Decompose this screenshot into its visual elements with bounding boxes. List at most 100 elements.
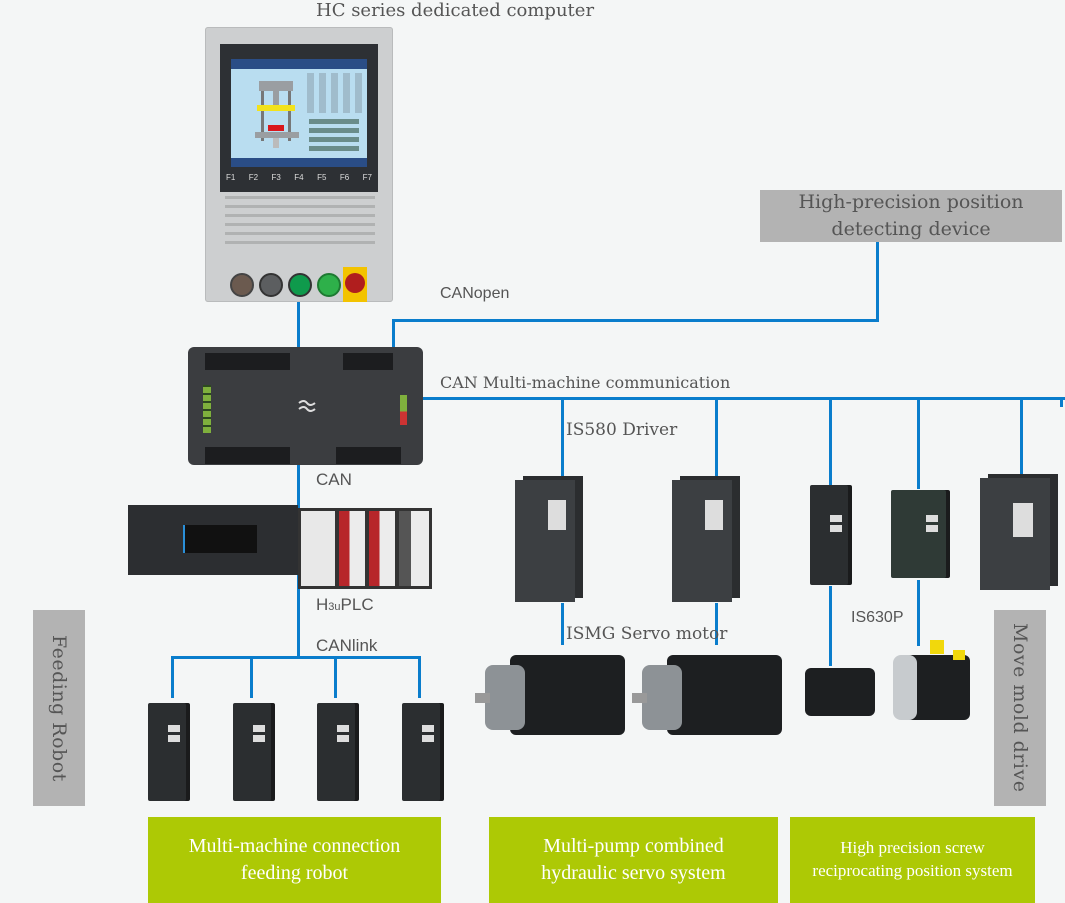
plc-display — [183, 525, 257, 553]
system-label-line2: hydraulic servo system — [541, 862, 726, 884]
canlink-label: CANlink — [316, 636, 378, 655]
bus-drop-inverter — [1020, 397, 1023, 475]
plc-io-module-3 — [366, 508, 398, 589]
terminal-block-bottom-left — [205, 447, 290, 464]
gray-button[interactable] — [259, 273, 283, 297]
motor-shaft — [475, 693, 490, 703]
bus-drop-is580-1 — [561, 397, 564, 477]
is630p-drive-2[interactable] — [891, 490, 946, 578]
system-label-line1: Multi-pump combined — [543, 835, 724, 857]
position-device-label-line2: detecting device — [831, 218, 991, 240]
function-key[interactable]: F7 — [362, 173, 372, 182]
canopen-line-horizontal — [392, 319, 879, 322]
driver-keypad — [705, 500, 723, 530]
bus-drop-right-edge — [1060, 397, 1063, 407]
h3u-plc[interactable] — [128, 500, 438, 589]
canlink-drop-1 — [171, 656, 174, 698]
servo-motor-small-1[interactable] — [805, 668, 875, 716]
system-box-hydraulic-servo[interactable]: Multi-pump combined hydraulic servo syst… — [489, 817, 778, 903]
system-label-line2: feeding robot — [240, 862, 349, 884]
is580-driver-2[interactable] — [672, 480, 732, 602]
bus-drop-is630-2 — [917, 397, 920, 489]
hc-computer-label: HC series dedicated computer — [316, 0, 595, 21]
is630p-drive-1[interactable] — [810, 485, 848, 585]
green-button[interactable] — [317, 273, 341, 297]
servo-motor-small-2[interactable] — [893, 640, 970, 720]
feeding-robot-drive-1[interactable] — [148, 703, 186, 801]
hc-screen-bezel: F1 F2 F3 F4 F5 F6 F7 — [220, 44, 378, 192]
plc-label: H3uPLC — [316, 595, 374, 615]
function-key-row: F1 F2 F3 F4 F5 F6 F7 — [226, 173, 372, 185]
is630p-label: IS630P — [851, 609, 904, 626]
ismg-servo-motor-2[interactable] — [632, 655, 782, 735]
plc-label-h: H — [316, 595, 329, 614]
motor-connector-yellow — [953, 650, 965, 660]
position-detecting-device-box[interactable]: High-precision position detecting device — [760, 190, 1062, 242]
ismg-label: ISMG Servo motor — [566, 624, 728, 644]
plc-label-rest: PLC — [340, 595, 374, 614]
terminal-block-top-right — [343, 353, 393, 370]
drive-to-motor-1 — [561, 603, 564, 645]
is630-to-motor-1 — [829, 586, 832, 666]
key-switch-button[interactable] — [230, 273, 254, 297]
hc-screen-footer — [231, 158, 367, 167]
driver-keypad — [1013, 503, 1033, 537]
function-key[interactable]: F3 — [271, 173, 281, 182]
green-button-dark[interactable] — [288, 273, 312, 297]
canopen-line-up — [392, 319, 395, 348]
ismg-servo-motor-1[interactable] — [475, 655, 625, 735]
move-mold-inverter[interactable] — [980, 478, 1050, 590]
motor-connector-yellow — [930, 640, 944, 654]
system-box-feeding-robot[interactable]: Multi-machine connection feeding robot — [148, 817, 441, 903]
drive-to-motor-2 — [715, 603, 718, 645]
brand-logo-icon — [298, 400, 316, 412]
system-box-screw-position[interactable]: High precision screw reciprocating posit… — [790, 817, 1035, 903]
plc-io-module-1 — [298, 508, 338, 589]
feeding-robot-drive-3[interactable] — [317, 703, 355, 801]
function-key[interactable]: F5 — [317, 173, 327, 182]
system-label-line1: High precision screw — [840, 838, 985, 858]
system-label-line1: Multi-machine connection — [188, 835, 401, 857]
terminal-block-top-left — [205, 353, 290, 370]
feeding-robot-label: Feeding Robot — [48, 634, 70, 782]
plc-io-module-2 — [336, 508, 368, 589]
emergency-stop-button[interactable] — [343, 267, 367, 302]
function-key[interactable]: F2 — [248, 173, 259, 182]
can-multi-label: CAN Multi-machine communication — [440, 373, 731, 392]
hc-computer[interactable]: F1 F2 F3 F4 F5 F6 F7 — [205, 27, 393, 302]
position-device-label-line1: High-precision position — [798, 191, 1024, 213]
move-mold-drive-label-box: Move mold drive — [994, 610, 1046, 806]
driver-keypad — [548, 500, 566, 530]
feeding-robot-drive-2[interactable] — [233, 703, 271, 801]
bus-drop-is580-2 — [715, 397, 718, 477]
feeding-robot-drive-4[interactable] — [402, 703, 440, 801]
canlink-drop-3 — [334, 656, 337, 698]
terminal-block-bottom-right — [336, 447, 401, 464]
is630-to-motor-2 — [917, 580, 920, 646]
canopen-label: CANopen — [440, 285, 510, 302]
function-key[interactable]: F1 — [226, 173, 236, 182]
press-machine-icon — [255, 81, 299, 148]
system-label-line2: reciprocating position system — [812, 861, 1013, 880]
hc-screen-status-icons — [307, 73, 363, 113]
is580-driver-1[interactable] — [515, 480, 575, 602]
canlink-drop-2 — [250, 656, 253, 698]
canlink-drop-4 — [418, 656, 421, 698]
feeding-robot-label-box: Feeding Robot — [33, 610, 85, 806]
move-mold-drive-label: Move mold drive — [1009, 623, 1031, 793]
bus-drop-is630-1 — [829, 397, 832, 485]
canlink-bus-line — [171, 656, 421, 659]
hc-keypad — [225, 195, 375, 250]
is580-label: IS580 Driver — [566, 420, 678, 440]
function-key[interactable]: F6 — [339, 173, 350, 182]
hc-screen-header — [231, 59, 367, 69]
function-key[interactable]: F4 — [294, 173, 304, 182]
plc-label-sub: 3u — [328, 601, 341, 613]
can-multi-bus-line — [423, 397, 1065, 400]
motor-shaft — [632, 693, 647, 703]
hc-screen — [231, 59, 367, 167]
canopen-line-to-device — [876, 242, 879, 322]
io-led-left — [203, 385, 211, 433]
main-controller[interactable] — [188, 347, 423, 465]
hc-to-controller-line — [297, 300, 300, 348]
